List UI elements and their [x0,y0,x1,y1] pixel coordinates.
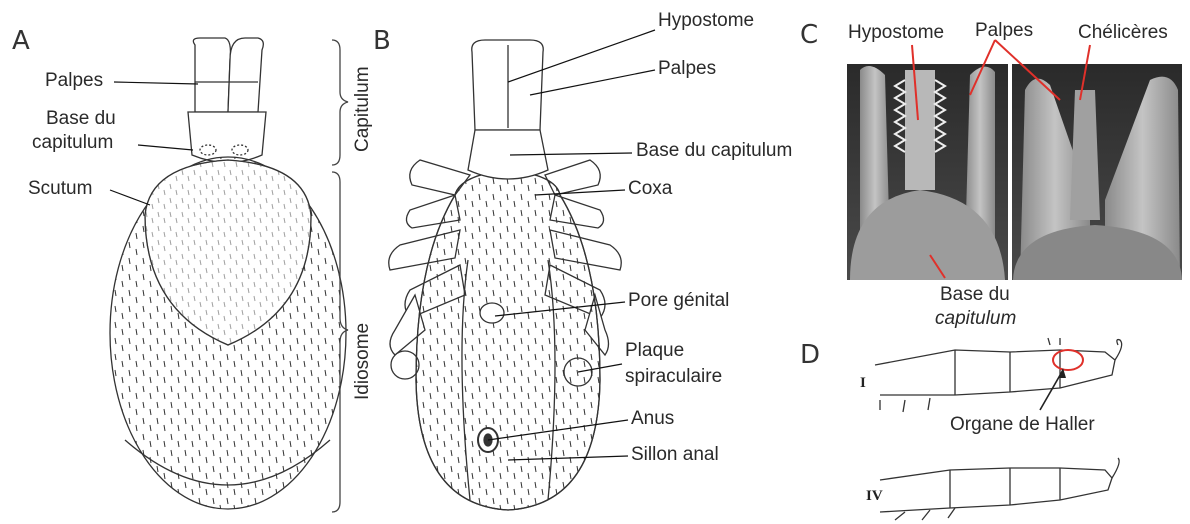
panel-label-d: D [800,340,820,370]
label-leg-i: I [860,375,866,392]
panel-label-c: C [800,20,818,50]
label-a-base-line2: capitulum [32,132,113,154]
ventral-tick-drawing [389,40,622,510]
label-b-sillon: Sillon anal [631,444,719,466]
label-c-base-line2: capitulum [935,308,1016,330]
label-a-scutum: Scutum [28,178,92,200]
haller-organ-highlight [1053,350,1083,370]
panel-label-a: A [12,26,30,56]
label-b-plaque-line2: spiraculaire [625,366,722,388]
dorsal-tick-drawing [110,38,346,509]
label-b-base: Base du capitulum [636,140,792,162]
label-a-base-line1: Base du [46,108,116,130]
sem-photographs [847,64,1182,280]
label-c-palpes: Palpes [975,20,1033,42]
label-a-palpes: Palpes [45,70,103,92]
label-haller-organ: Organe de Haller [950,414,1095,436]
region-capitulum: Capitulum [352,66,374,152]
label-b-anus: Anus [631,408,674,430]
label-c-base-line1: Base du [940,284,1010,306]
label-b-pore: Pore génital [628,290,729,312]
label-leg-iv: IV [866,488,883,505]
label-b-plaque-line1: Plaque [625,340,684,362]
label-c-chelicerae: Chélicères [1078,22,1168,44]
label-b-hypostome: Hypostome [658,10,754,32]
panel-label-b: B [373,26,391,56]
label-c-hypostome: Hypostome [848,22,944,44]
label-b-coxa: Coxa [628,178,672,200]
region-idiosome: Idiosome [352,323,374,400]
label-b-palpes: Palpes [658,58,716,80]
